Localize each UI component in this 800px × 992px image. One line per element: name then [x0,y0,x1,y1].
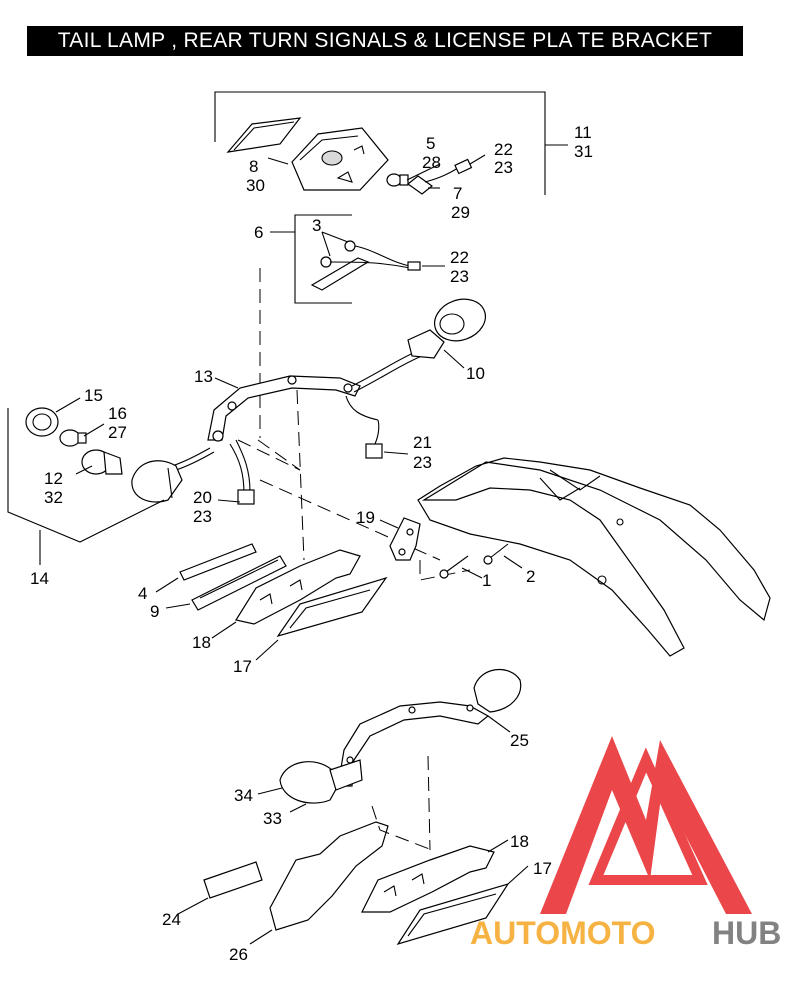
callout-1: 1 [482,571,491,590]
license-plate-cover-upper [276,576,388,638]
callout-23a: 23 [494,158,513,177]
title-bar: TAIL LAMP , REAR TURN SIGNALS & LICENSE … [27,26,743,56]
callout-10: 10 [466,364,485,383]
callout-7: 7 [453,184,462,203]
callout-15: 15 [84,386,103,405]
callout-26: 26 [229,945,248,964]
callout-13: 13 [194,367,213,386]
callout-8: 8 [249,157,258,176]
callout-23c: 23 [413,453,432,472]
callout-16: 16 [108,404,127,423]
tail-lamp-assembly-bracket [214,91,568,195]
callout-9: 9 [150,602,159,621]
callout-4: 4 [138,584,147,603]
left-turn-signal-wires [171,439,255,505]
rear-fender [417,457,771,657]
license-plate-bracket-upper [235,549,361,625]
callout-33: 33 [263,809,282,828]
turn-signal-mounting-bar [207,375,361,442]
callout-18a: 18 [192,633,211,652]
callout-2: 2 [526,567,535,586]
callout-34: 34 [234,786,253,805]
callout-22b: 22 [450,248,469,267]
tail-lamp-lens [226,117,302,153]
callout-31: 31 [574,142,593,161]
turn-signal-bulb-socket [81,449,123,475]
callout-20: 20 [193,488,212,507]
license-plate-frame-lower [269,821,389,931]
callout-17b: 17 [533,859,552,878]
page-title: TAIL LAMP , REAR TURN SIGNALS & LICENSE … [57,29,713,52]
lower-left-signal [279,759,363,804]
license-bracket-mount [389,517,421,561]
turn-signal-bulb [59,429,87,447]
callout-30: 30 [246,176,265,195]
left-turn-signal-lamp [131,460,183,503]
watermark-text-hub: HUB [712,915,781,951]
callout-17a: 17 [233,657,252,676]
callout-19: 19 [356,508,375,527]
callout-6: 6 [254,223,263,242]
callout-32: 32 [44,488,63,507]
callout-3: 3 [312,216,321,235]
wiring-harness-bracket [270,214,352,304]
license-plate-bracket-lower [361,845,495,913]
automotohub-watermark-logo: AUTOMOTO HUB [470,736,781,951]
callout-11: 11 [574,123,592,142]
lower-right-signal [473,668,522,713]
callout-18b: 18 [510,832,529,851]
fastener-bolt-2 [483,543,509,565]
lower-signal-bar [337,701,490,787]
right-turn-signal-lamp [407,298,486,359]
callout-12: 12 [44,469,63,488]
license-plate-lower [203,861,263,899]
turn-signal-lens [25,407,59,437]
fastener-bolt-1 [439,555,469,579]
watermark-text-automoto: AUTOMOTO [470,915,655,951]
callout-27: 27 [108,423,127,442]
watermark-inner-triangle [588,747,708,885]
callout-29: 29 [451,203,470,222]
license-lamp-housing-upper [191,555,287,611]
callout-5: 5 [426,134,435,153]
callout-28: 28 [422,153,441,172]
callout-14: 14 [30,569,49,588]
callout-21: 21 [413,433,432,452]
tail-lamp-bulb [386,173,409,187]
tail-lamp-housing [291,127,389,191]
wiring-harness-board [310,240,421,291]
callout-24: 24 [162,910,181,929]
callout-labels: 11 31 5 28 22 23 7 29 8 30 6 3 22 23 10 … [30,123,593,964]
callout-23b: 23 [450,267,469,286]
right-turn-signal-wires [345,349,423,459]
callout-25: 25 [510,731,529,750]
watermark-triangle-mark [540,736,752,914]
callout-22a: 22 [494,140,513,159]
license-lamp-lens-upper [179,543,257,581]
tail-lamp-socket-harness [407,158,473,195]
callout-23d: 23 [193,507,212,526]
